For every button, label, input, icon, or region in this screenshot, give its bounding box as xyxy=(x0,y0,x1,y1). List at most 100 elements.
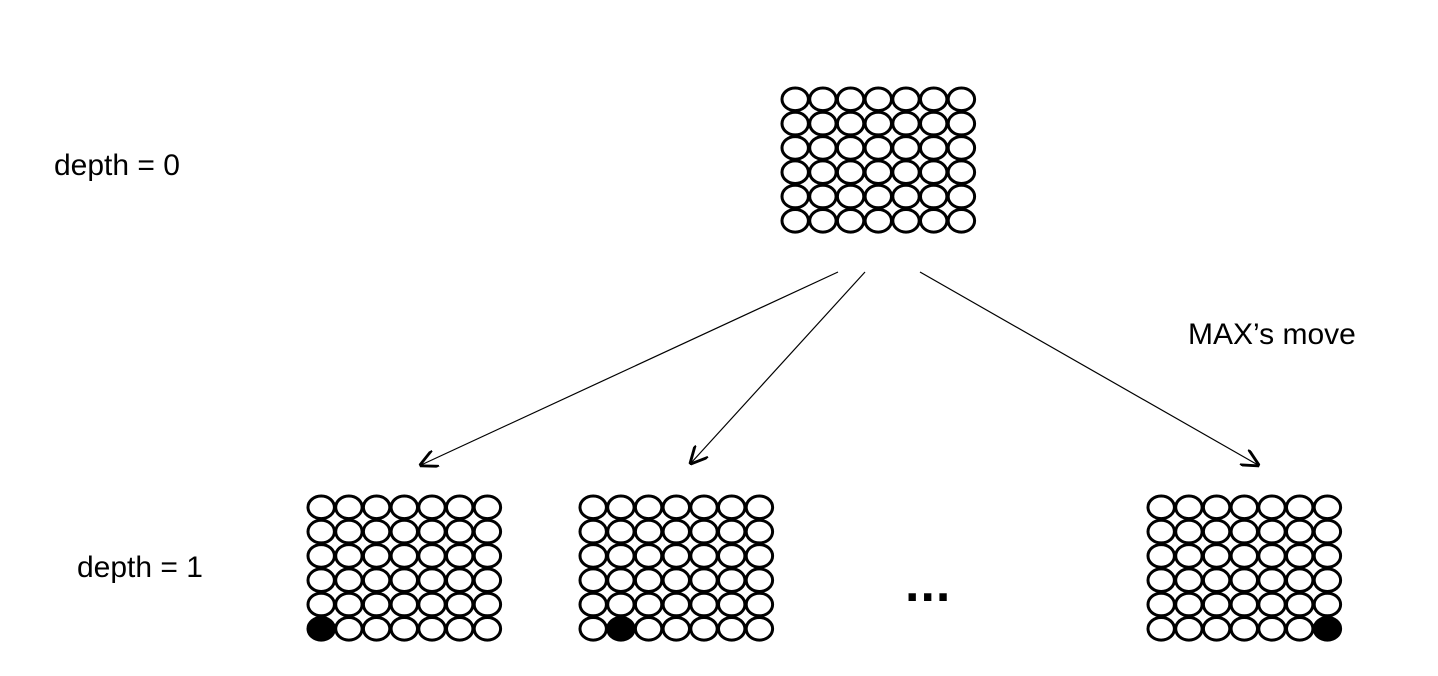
empty-slot xyxy=(606,518,636,545)
empty-slot xyxy=(891,159,921,185)
empty-slot xyxy=(919,183,949,210)
empty-slot xyxy=(717,591,747,618)
empty-slot xyxy=(1285,518,1315,545)
empty-slot xyxy=(1146,543,1176,569)
empty-slot xyxy=(472,518,503,545)
empty-slot xyxy=(445,567,475,594)
empty-slot xyxy=(417,616,447,642)
empty-slot xyxy=(1229,543,1260,569)
empty-slot xyxy=(1285,591,1315,618)
empty-slot xyxy=(1312,543,1343,569)
empty-slot xyxy=(808,183,838,210)
empty-slot xyxy=(744,518,775,545)
empty-slot xyxy=(1174,567,1204,594)
empty-slot xyxy=(863,86,893,113)
empty-slot xyxy=(1229,494,1260,521)
empty-slot xyxy=(1312,494,1343,521)
edge-to-child-1 xyxy=(421,271,839,465)
empty-slot xyxy=(578,567,608,594)
empty-slot xyxy=(606,567,636,594)
empty-slot xyxy=(1174,518,1204,545)
edge-to-child-3 xyxy=(919,271,1258,465)
empty-slot xyxy=(946,159,977,185)
empty-slot xyxy=(334,543,364,569)
empty-slot xyxy=(606,591,636,618)
empty-slot xyxy=(863,135,893,161)
empty-slot xyxy=(661,616,691,642)
empty-slot xyxy=(689,518,719,545)
empty-slot xyxy=(780,86,810,113)
empty-slot xyxy=(578,518,608,545)
empty-slot xyxy=(578,616,608,642)
root-board xyxy=(780,86,977,234)
child-board-3 xyxy=(1146,494,1343,642)
empty-slot xyxy=(445,518,475,545)
empty-slot xyxy=(835,135,866,161)
empty-slot xyxy=(863,110,893,137)
empty-slot xyxy=(1312,591,1343,618)
empty-slot xyxy=(445,494,475,521)
empty-slot xyxy=(744,616,775,642)
empty-slot xyxy=(744,591,775,618)
empty-slot xyxy=(1312,518,1343,545)
empty-slot xyxy=(389,567,419,594)
empty-slot xyxy=(661,518,691,545)
empty-slot xyxy=(1285,543,1315,569)
empty-slot xyxy=(919,159,949,185)
empty-slot xyxy=(1257,591,1287,618)
empty-slot xyxy=(946,183,977,210)
empty-slot xyxy=(417,567,447,594)
depth-0-label: depth = 0 xyxy=(54,149,180,182)
empty-slot xyxy=(780,135,810,161)
empty-slot xyxy=(1201,591,1232,618)
empty-slot xyxy=(606,543,636,569)
empty-slot xyxy=(1257,567,1287,594)
empty-slot xyxy=(361,567,392,594)
more-children-ellipsis: ... xyxy=(905,555,952,613)
empty-slot xyxy=(946,208,977,234)
empty-slot xyxy=(808,110,838,137)
empty-slot xyxy=(891,208,921,234)
empty-slot xyxy=(1285,567,1315,594)
empty-slot xyxy=(1257,543,1287,569)
game-piece-black xyxy=(606,616,636,642)
empty-slot xyxy=(808,208,838,234)
empty-slot xyxy=(744,494,775,521)
empty-slot xyxy=(389,494,419,521)
empty-slot xyxy=(1257,616,1287,642)
empty-slot xyxy=(717,616,747,642)
max-move-label: MAX’s move xyxy=(1188,318,1356,351)
empty-slot xyxy=(578,494,608,521)
empty-slot xyxy=(689,591,719,618)
empty-slot xyxy=(946,135,977,161)
empty-slot xyxy=(835,208,866,234)
empty-slot xyxy=(744,543,775,569)
empty-slot xyxy=(780,159,810,185)
empty-slot xyxy=(578,543,608,569)
empty-slot xyxy=(417,494,447,521)
child-board-2 xyxy=(578,494,775,642)
empty-slot xyxy=(445,616,475,642)
empty-slot xyxy=(891,110,921,137)
empty-slot xyxy=(361,616,392,642)
empty-slot xyxy=(835,183,866,210)
empty-slot xyxy=(1229,591,1260,618)
empty-slot xyxy=(1257,518,1287,545)
empty-slot xyxy=(334,494,364,521)
empty-slot xyxy=(606,494,636,521)
empty-slot xyxy=(306,591,336,618)
empty-slot xyxy=(863,183,893,210)
empty-slot xyxy=(633,494,664,521)
empty-slot xyxy=(633,543,664,569)
empty-slot xyxy=(1257,494,1287,521)
empty-slot xyxy=(578,591,608,618)
empty-slot xyxy=(472,591,503,618)
empty-slot xyxy=(417,591,447,618)
empty-slot xyxy=(1146,591,1176,618)
empty-slot xyxy=(417,518,447,545)
empty-slot xyxy=(334,591,364,618)
empty-slot xyxy=(334,567,364,594)
empty-slot xyxy=(863,159,893,185)
empty-slot xyxy=(361,591,392,618)
empty-slot xyxy=(835,110,866,137)
